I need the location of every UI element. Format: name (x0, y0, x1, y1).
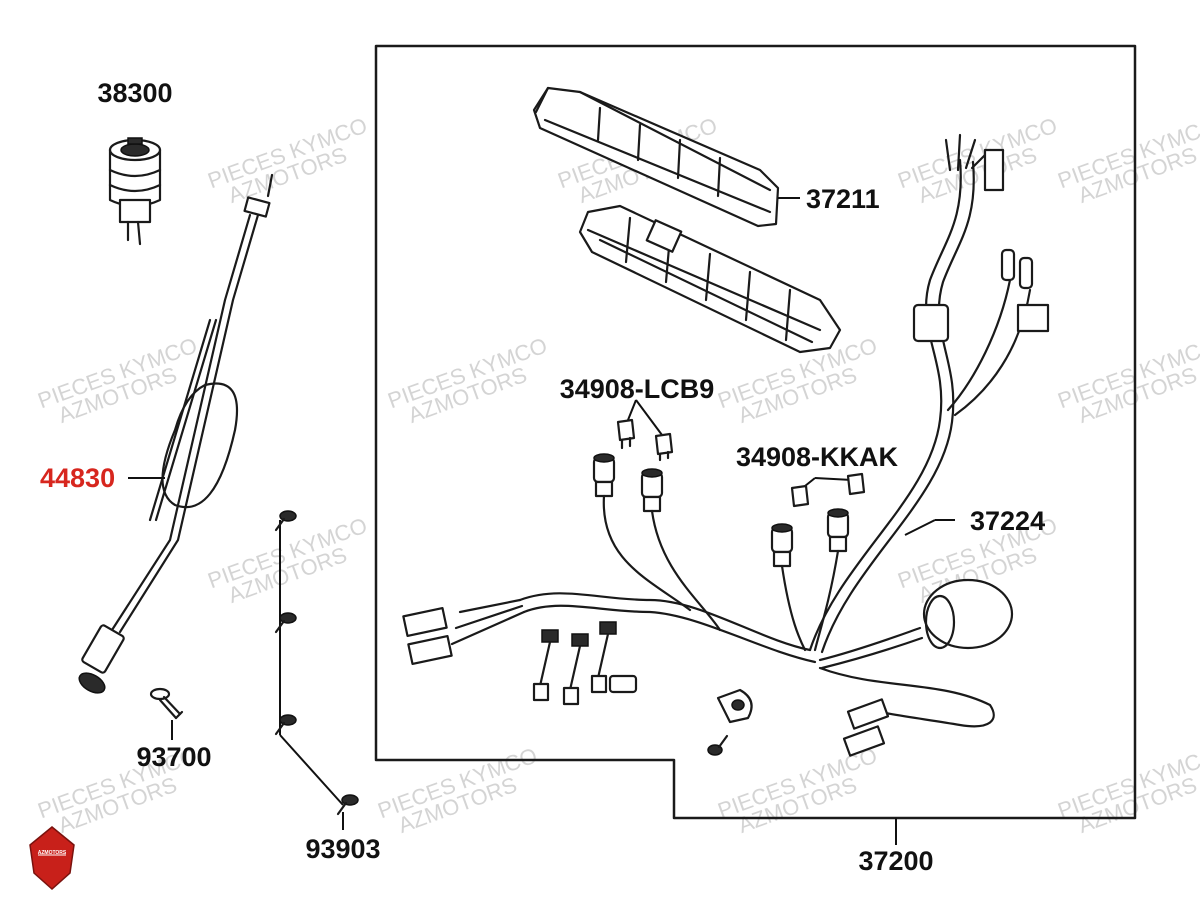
bulbs-34908-kkak[interactable] (790, 472, 866, 508)
wire-harness-37224[interactable] (402, 133, 1050, 757)
label-37200: 37200 (858, 846, 933, 876)
label-34908-lcb9: 34908-LCB9 (560, 374, 715, 404)
azmotors-logo: AZMOTORS (29, 826, 75, 891)
meter-body (578, 204, 842, 354)
screws-93903[interactable] (274, 510, 359, 830)
assembly-boundary (374, 44, 1137, 820)
speedometer-cable-44830[interactable] (76, 173, 274, 697)
bulbs-34908-lcb9[interactable] (616, 399, 674, 462)
meter-cover-37211[interactable] (532, 86, 800, 228)
label-37224: 37224 (970, 506, 1045, 536)
ignition-switch-38300[interactable] (108, 137, 162, 246)
label-34908-kkak: 34908-KKAK (736, 442, 899, 472)
svg-text:AZMOTORS: AZMOTORS (38, 850, 67, 856)
label-93700: 93700 (136, 742, 211, 772)
label-37211: 37211 (806, 184, 880, 214)
label-38300: 38300 (97, 78, 172, 108)
bulb-sockets (592, 453, 850, 568)
label-44830: 44830 (40, 463, 115, 493)
label-93903: 93903 (305, 834, 380, 864)
screw-93700[interactable] (149, 687, 184, 740)
